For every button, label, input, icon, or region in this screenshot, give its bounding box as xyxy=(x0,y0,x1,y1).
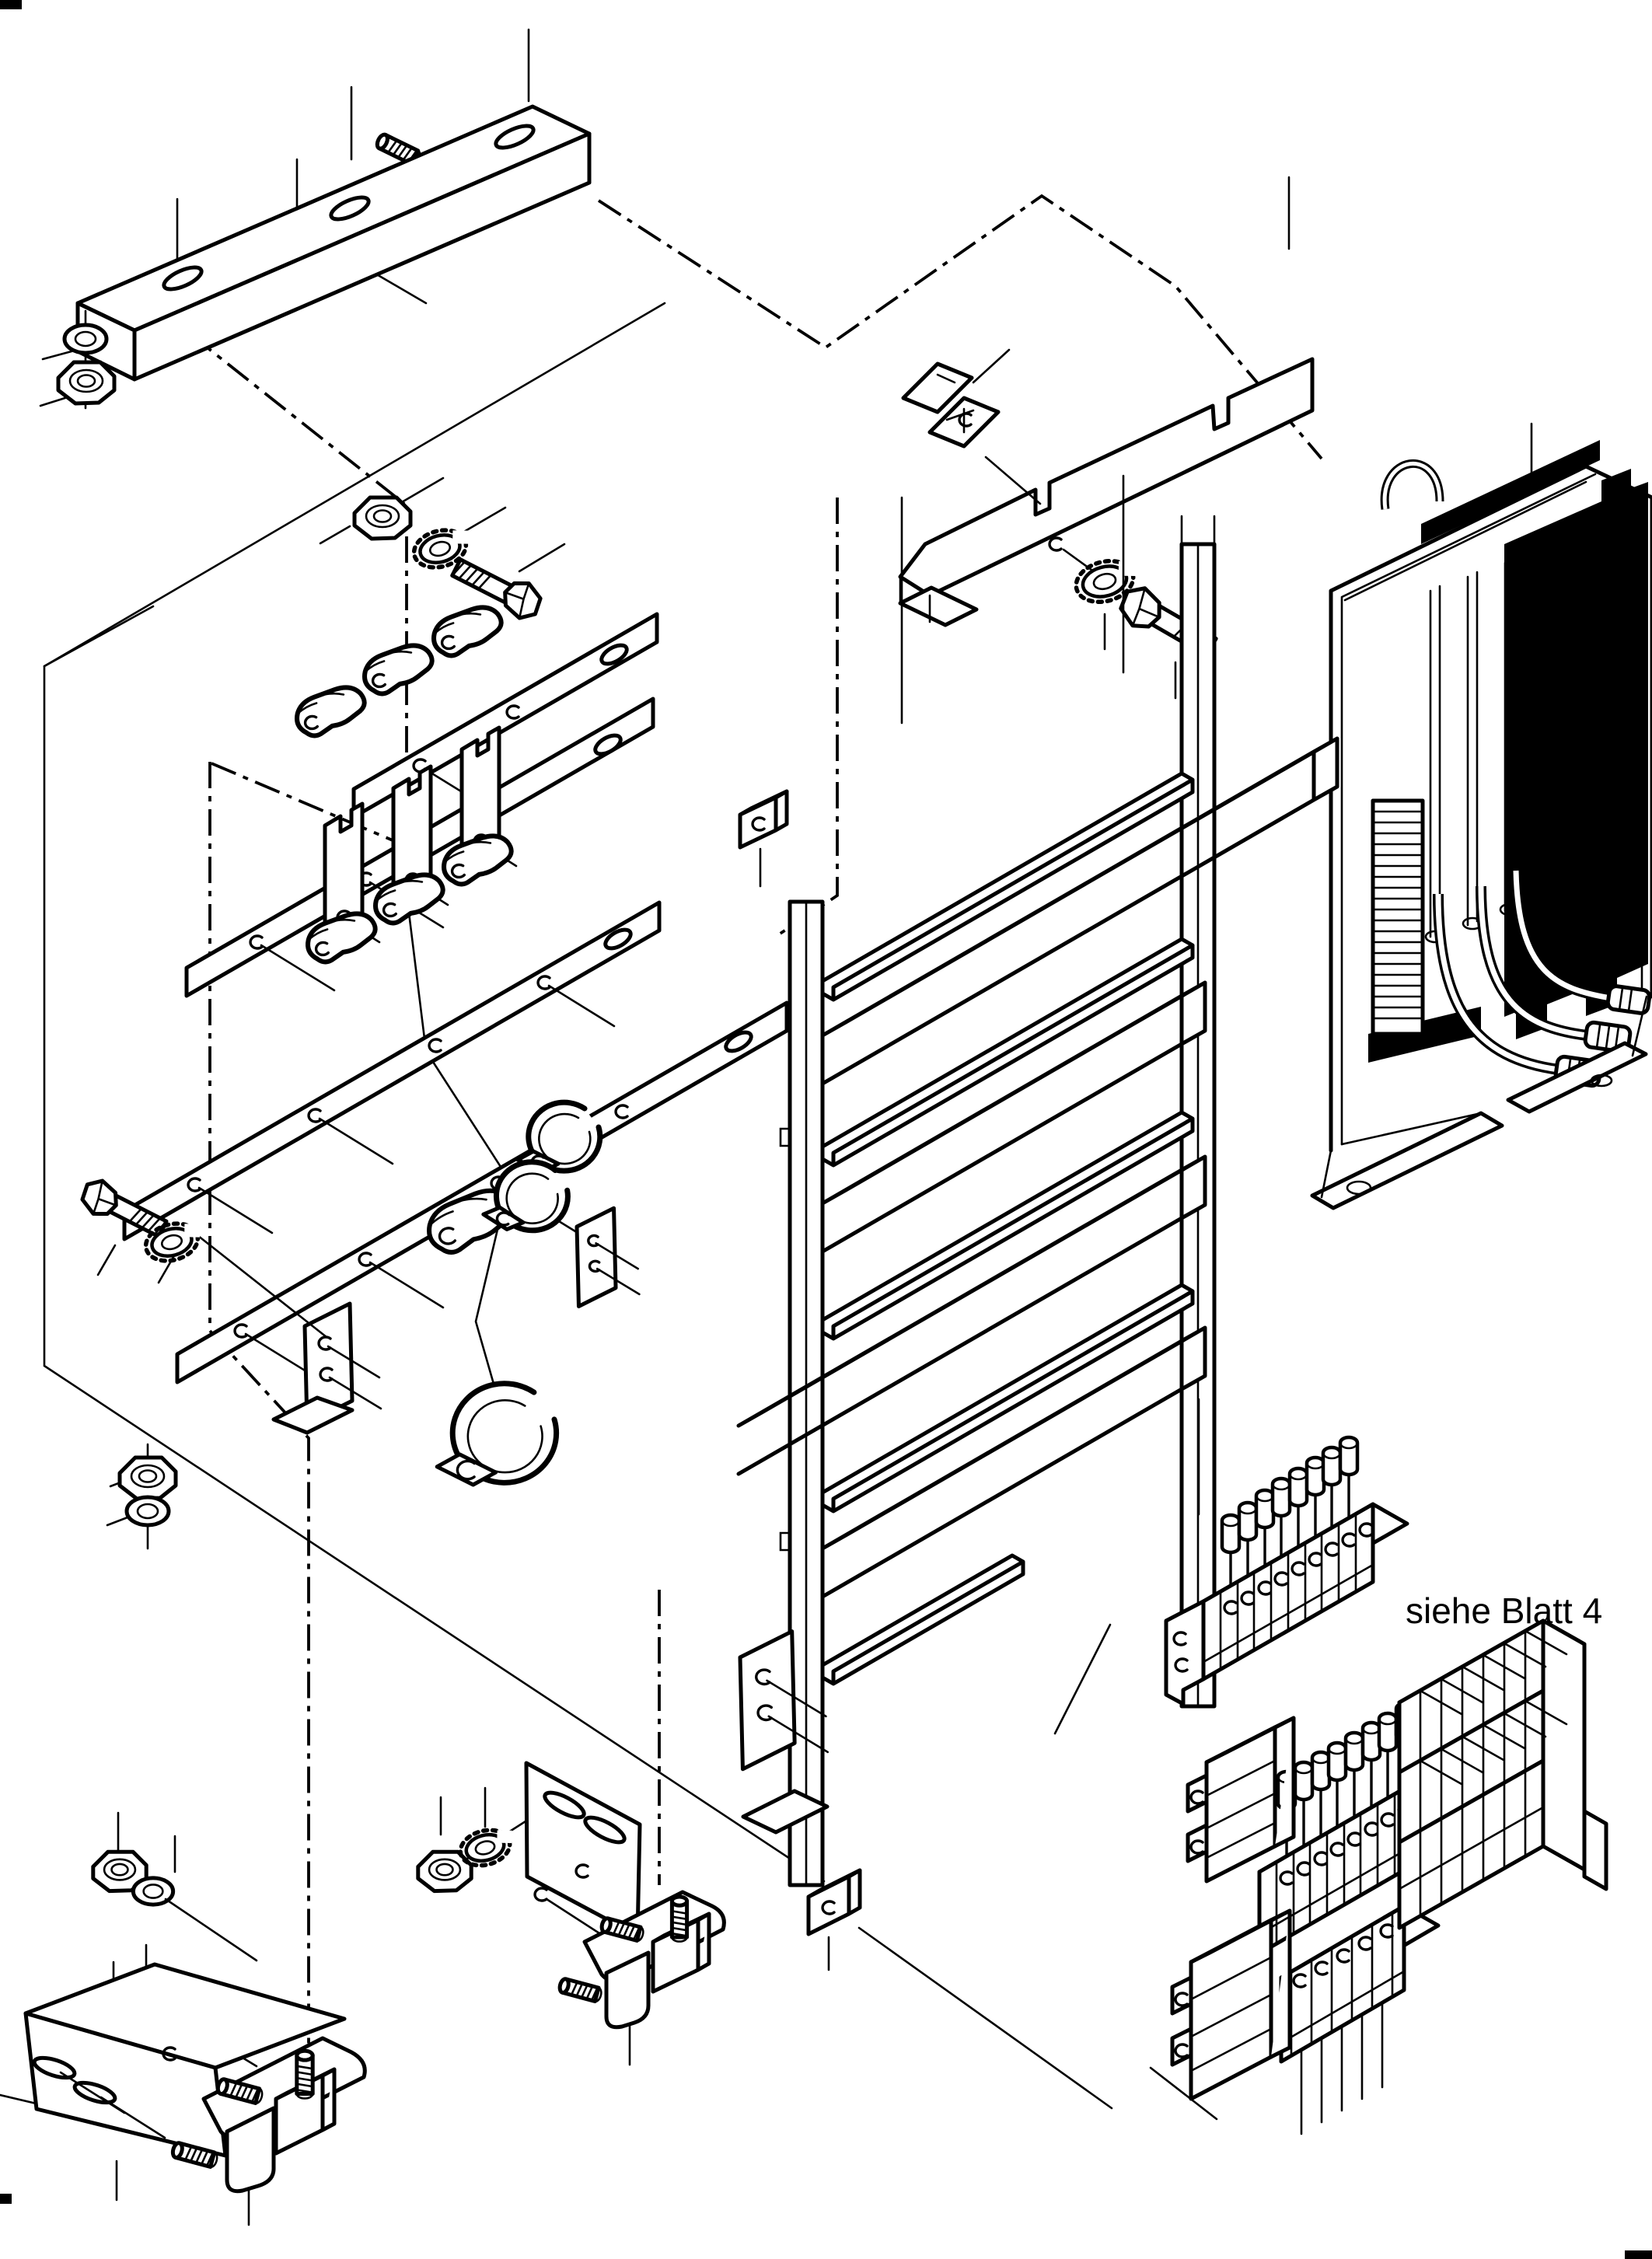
mounting-feet xyxy=(1312,997,1647,1208)
serrated-washer xyxy=(456,1824,519,1871)
slot-hole xyxy=(493,121,536,152)
corner-mark-bottom-right xyxy=(1625,2250,1652,2259)
relay-module xyxy=(1172,1911,1290,2099)
drilled-straps xyxy=(124,614,787,1382)
elbow-terminal-lug xyxy=(557,1892,724,2065)
corner-mark-bottom-left xyxy=(0,2194,12,2204)
leader-lines xyxy=(177,30,529,271)
see-sheet-note: siehe Blatt 4 xyxy=(1406,1590,1602,1631)
set-screw xyxy=(557,1976,605,2004)
fastener-set-upper xyxy=(320,478,564,623)
bus-bar-panel xyxy=(739,476,1337,1970)
bottom-center-bracket-assembly xyxy=(418,1763,725,2065)
bottom-left-bracket-assembly xyxy=(0,1813,365,2225)
din-terminal-strip-1 xyxy=(1166,1437,1407,1704)
finned-module xyxy=(1373,801,1423,1034)
terminal-strips-group: siehe Blatt 4 xyxy=(1055,1399,1606,2134)
fastener-set-midleft xyxy=(77,1175,327,1337)
lock-nut xyxy=(354,498,410,539)
threaded-stud xyxy=(297,2051,313,2098)
notched-support-bracket xyxy=(900,177,1312,698)
lock-nut xyxy=(120,1458,176,1499)
slotted-angle-rail xyxy=(40,30,589,408)
relay-module xyxy=(1188,1718,1294,1881)
rails-and-busbars xyxy=(739,738,1337,1684)
corner-mark-top-left xyxy=(0,0,22,9)
flat-washer xyxy=(65,325,107,353)
t-slot-clip-block xyxy=(903,364,998,446)
cable-clamps-large xyxy=(437,1102,600,1485)
din-terminal-strip-3 xyxy=(1172,1906,1438,2134)
fuse-terminal-block xyxy=(1399,1621,1606,1928)
slot-hole xyxy=(161,263,204,293)
lock-nut xyxy=(418,1852,471,1891)
fastener-set-lowerleft xyxy=(107,1444,176,1548)
elbow-terminal-lug xyxy=(171,2038,365,2225)
end-bracket xyxy=(1584,1811,1606,1889)
electrical-enclosure xyxy=(1312,424,1652,1208)
heatsink-block xyxy=(1504,469,1648,1039)
insulator-block-bottom xyxy=(809,1870,860,1970)
flat-washer xyxy=(127,1497,169,1525)
insulator-block-top xyxy=(740,791,787,886)
slot-hole xyxy=(328,193,372,223)
threaded-stud xyxy=(672,1897,686,1942)
lock-nut xyxy=(58,362,114,403)
two-hole-plates xyxy=(274,1208,828,1832)
end-bracket xyxy=(1166,1601,1203,1704)
